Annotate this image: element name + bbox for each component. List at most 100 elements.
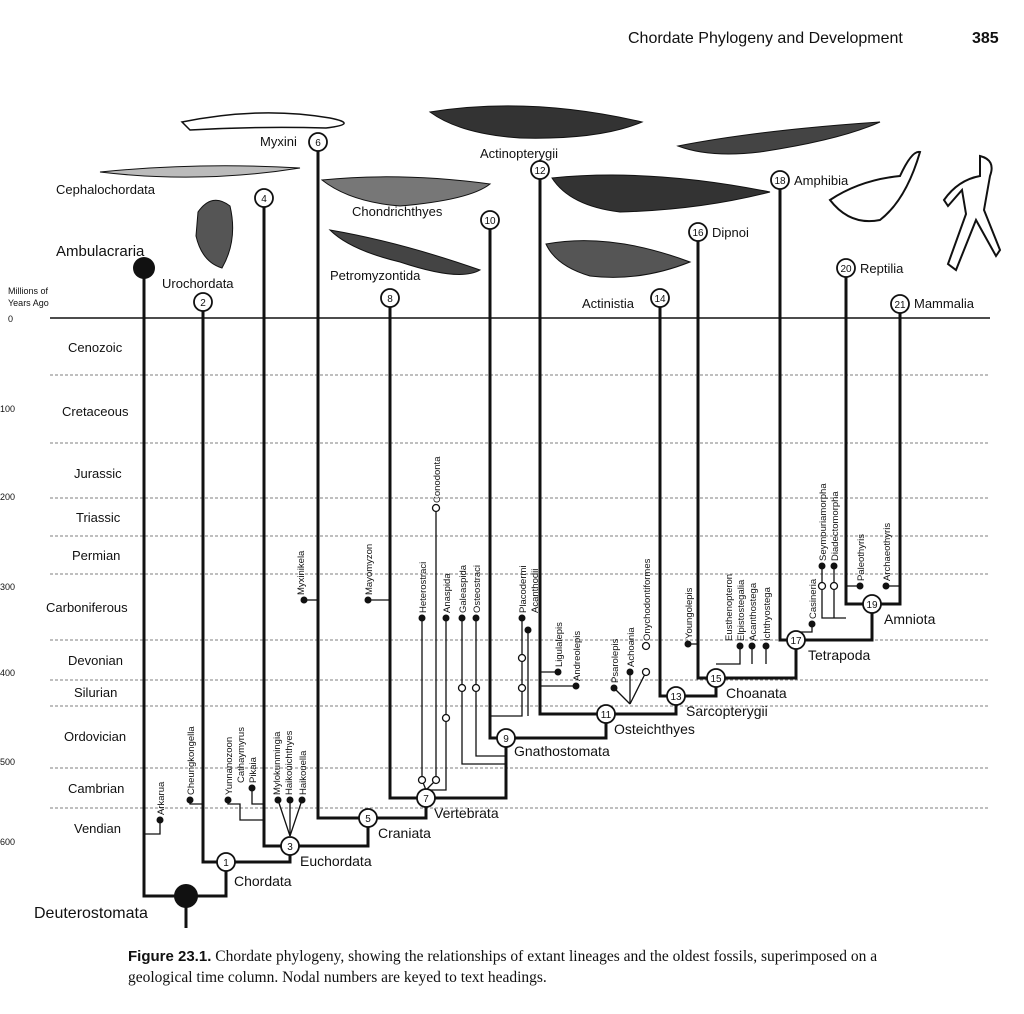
fossil-label: Conodonta [432,456,443,503]
node-20: 20 [836,258,856,278]
branch-urochordata [201,302,226,864]
fossil-label: Yunnanozoon [224,737,235,795]
fossil-label: Eusthenopteron [724,574,735,641]
page-header: Chordate Phylogeny and Development 385 [0,0,1024,60]
figure-caption: Figure 23.1. Chordate phylogeny, showing… [128,946,888,988]
fossil-label: Diadectomorpha [830,491,841,561]
fossil-label: Seymouriamorpha [818,483,829,561]
branch-petromyzontida [388,298,426,800]
axis-tick: 200 [0,492,15,502]
svg-text:14: 14 [654,294,666,305]
period-labels: Cenozoic Cretaceous Jurassic Triassic Pe… [46,340,129,836]
period-label: Triassic [76,510,121,525]
caption-text: Chordate phylogeny, showing the relation… [128,948,878,986]
axis-tick: 400 [0,668,15,678]
hagfish-illustration [180,112,345,131]
axis-tick: 100 [0,404,15,414]
fossil-label: Cathaymyrus [236,727,247,783]
time-axis: Millions of Years Ago 0 100 200 300 400 … [0,286,49,847]
svg-text:6: 6 [315,138,321,149]
node-2: 2 [193,292,213,312]
node-13: 13 [666,686,686,706]
fossil-label: Acanthodii [530,569,541,613]
fossil-label: Psarolepis [610,638,621,683]
clade-osteichthyes: Osteichthyes [614,721,695,737]
fossil-label: Arkarua [156,781,167,815]
node-1: 1 [216,852,236,872]
svg-text:8: 8 [387,294,393,305]
clade-craniata: Craniata [378,825,431,841]
fossil-label: Placodermi [518,565,529,613]
svg-text:20: 20 [840,264,852,275]
clade-chordata: Chordata [234,873,292,889]
taxon-actinistia: Actinistia [582,296,635,311]
axis-label-line2: Years Ago [8,298,49,308]
node-17: 17 [786,630,806,650]
ambulacraria-node [133,257,155,279]
branch-actinopterygii [538,170,606,716]
axis-tick: 300 [0,582,15,592]
period-label: Silurian [74,685,117,700]
fossil-label: Cheungkongella [186,726,197,795]
fossil-label: Andreolepis [572,631,583,681]
page-number: 385 [972,30,999,47]
node-10: 10 [480,210,500,230]
branch-tetrapoda [716,640,798,680]
tree-branches [142,142,902,928]
running-title: Chordate Phylogeny and Development [628,30,903,47]
fossil-label: Haikouella [298,750,309,795]
taxon-petromyzontida: Petromyzontida [330,268,421,283]
clade-deuterostomata: Deuterostomata [34,905,148,922]
caption-label: Figure 23.1. [128,948,212,965]
axis-label-line1: Millions of [8,286,49,296]
coelacanth-illustration [545,240,692,278]
svg-text:9: 9 [503,734,509,745]
deuterostomata-node [174,884,198,908]
axis-tick: 0 [8,314,13,324]
branch-amniota [796,604,874,642]
chordate-phylogeny-diagram: Millions of Years Ago 0 100 200 300 400 … [0,105,1002,928]
branch-actinistia [658,298,676,698]
taxon-reptilia: Reptilia [860,261,904,276]
svg-text:2: 2 [200,298,206,309]
node-11: 11 [596,704,616,724]
lungfish-illustration [551,174,771,213]
period-label: Ordovician [64,729,126,744]
bird-skeleton-illustration [828,150,922,222]
period-label: Permian [72,548,120,563]
svg-text:15: 15 [710,674,722,685]
taxon-mammalia: Mammalia [914,296,975,311]
axis-tick: 500 [0,757,15,767]
fossil-labels: Arkarua Cheungkongella Yunnanozoon Catha… [156,456,893,815]
tunicate-illustration [195,199,234,269]
taxon-ambulacraria: Ambulacraria [56,243,145,260]
svg-text:4: 4 [261,194,267,205]
node-5: 5 [358,808,378,828]
period-label: Carboniferous [46,600,128,615]
svg-text:10: 10 [484,216,496,227]
taxon-dipnoi: Dipnoi [712,225,749,240]
lamprey-illustration [328,229,482,275]
node-12: 12 [530,160,550,180]
fossil-label: Pikaia [248,756,259,783]
fossil-label: Archaeothyris [882,523,893,581]
svg-text:17: 17 [790,636,802,647]
node-6: 6 [308,132,328,152]
fossil-stems [144,508,900,837]
svg-text:12: 12 [534,166,546,177]
organism-illustrations [99,105,1002,278]
period-label: Devonian [68,653,123,668]
taxon-chondrichthyes: Chondrichthyes [352,204,443,219]
taxon-urochordata: Urochordata [162,276,234,291]
node-19: 19 [862,594,882,614]
clade-vertebrata: Vertebrata [434,805,499,821]
clade-labels: Deuterostomata Chordata Euchordata Crani… [34,611,936,922]
amphibian-illustration [676,121,881,155]
taxon-myxini: Myxini [260,134,297,149]
svg-text:13: 13 [670,692,682,703]
fossil-label: Ichthyostega [762,586,773,641]
period-label: Cenozoic [68,340,123,355]
branch-craniata [290,818,370,848]
period-label: Cambrian [68,781,124,796]
node-3: 3 [280,836,300,856]
